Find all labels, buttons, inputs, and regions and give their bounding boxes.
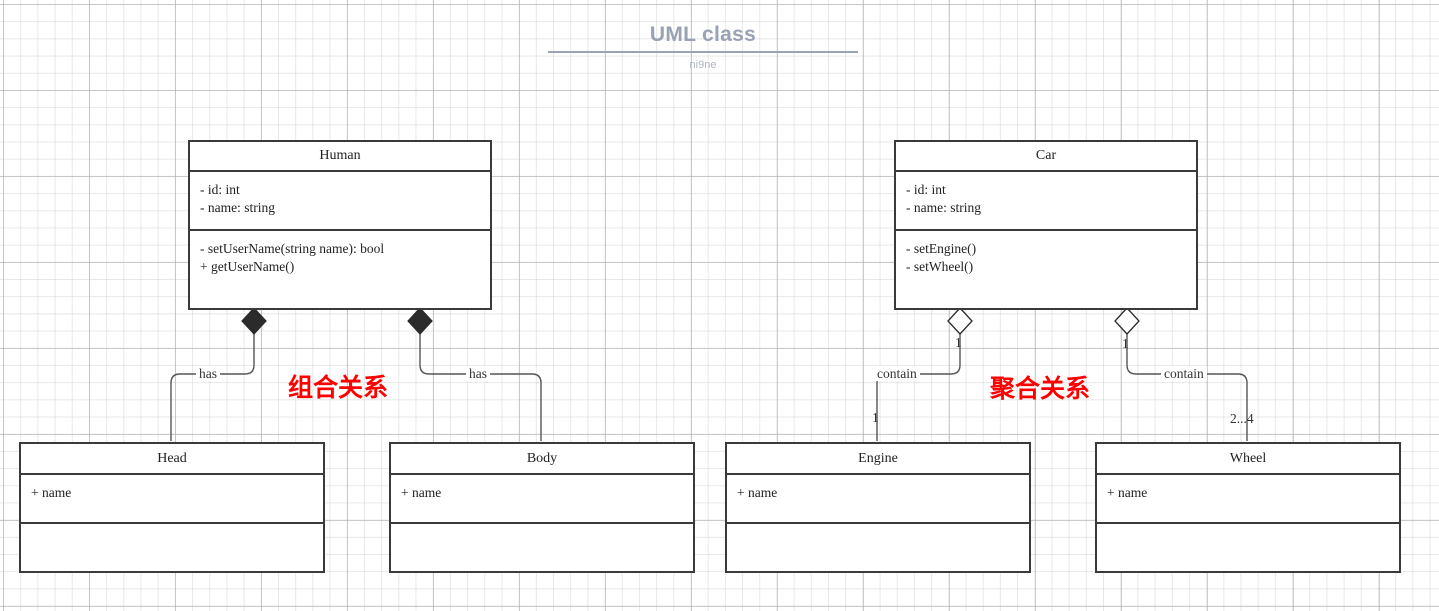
class-box-head[interactable]: Head + name (19, 442, 325, 573)
hollow-diamond-icon (1114, 307, 1140, 335)
class-methods-engine (727, 524, 1029, 571)
class-attributes-body: + name (391, 475, 693, 524)
filled-diamond-icon (407, 307, 433, 335)
attribute-row: + name (737, 485, 778, 500)
multiplicity-car-engine-target: 1 (872, 410, 879, 425)
method-row: - setUserName(string name): bool (200, 241, 385, 256)
class-name-human: Human (190, 142, 490, 172)
class-attributes-head: + name (21, 475, 323, 524)
class-name-body: Body (391, 444, 693, 475)
method-row: - setWheel() (906, 259, 974, 274)
edge-label-car-engine: contain (874, 366, 920, 381)
class-box-engine[interactable]: Engine + name (725, 442, 1031, 573)
attribute-row: - id: int (906, 182, 946, 197)
page-title: UML class (649, 23, 757, 46)
class-attributes-car: - id: int - name: string (896, 172, 1196, 231)
class-methods-human: - setUserName(string name): bool + getUs… (190, 231, 490, 308)
annotation-aggregation: 聚合关系 (990, 374, 1091, 403)
diagram-title-block: UML class ni9ne (548, 22, 858, 73)
class-attributes-human: - id: int - name: string (190, 172, 490, 231)
attribute-row: + name (31, 485, 72, 500)
method-row: - setEngine() (906, 241, 977, 256)
class-box-human[interactable]: Human - id: int - name: string - setUser… (188, 140, 492, 310)
class-name-wheel: Wheel (1097, 444, 1399, 475)
attribute-row: - name: string (200, 200, 275, 215)
attribute-row: + name (1107, 485, 1148, 500)
edge-label-human-body: has (466, 366, 490, 381)
method-row: + getUserName() (200, 259, 295, 274)
class-attributes-engine: + name (727, 475, 1029, 524)
class-methods-head (21, 524, 323, 571)
attribute-row: - id: int (200, 182, 240, 197)
class-methods-body (391, 524, 693, 571)
multiplicity-car-wheel-source: 1 (1122, 336, 1129, 351)
filled-diamond-icon (241, 307, 267, 335)
attribute-row: - name: string (906, 200, 981, 215)
class-methods-car: - setEngine() - setWheel() (896, 231, 1196, 308)
edge-label-car-wheel: contain (1161, 366, 1207, 381)
class-name-engine: Engine (727, 444, 1029, 475)
class-box-wheel[interactable]: Wheel + name (1095, 442, 1401, 573)
class-box-body[interactable]: Body + name (389, 442, 695, 573)
title-divider (548, 51, 858, 53)
edge-label-human-head: has (196, 366, 220, 381)
class-box-car[interactable]: Car - id: int - name: string - setEngine… (894, 140, 1198, 310)
class-methods-wheel (1097, 524, 1399, 571)
class-name-head: Head (21, 444, 323, 475)
page-subtitle: ni9ne (689, 59, 717, 71)
attribute-row: + name (401, 485, 442, 500)
hollow-diamond-icon (947, 307, 973, 335)
multiplicity-car-wheel-target: 2...4 (1230, 411, 1254, 426)
annotation-composition: 组合关系 (288, 373, 389, 402)
multiplicity-car-engine-source: 1 (955, 335, 962, 350)
class-name-car: Car (896, 142, 1196, 172)
class-attributes-wheel: + name (1097, 475, 1399, 524)
